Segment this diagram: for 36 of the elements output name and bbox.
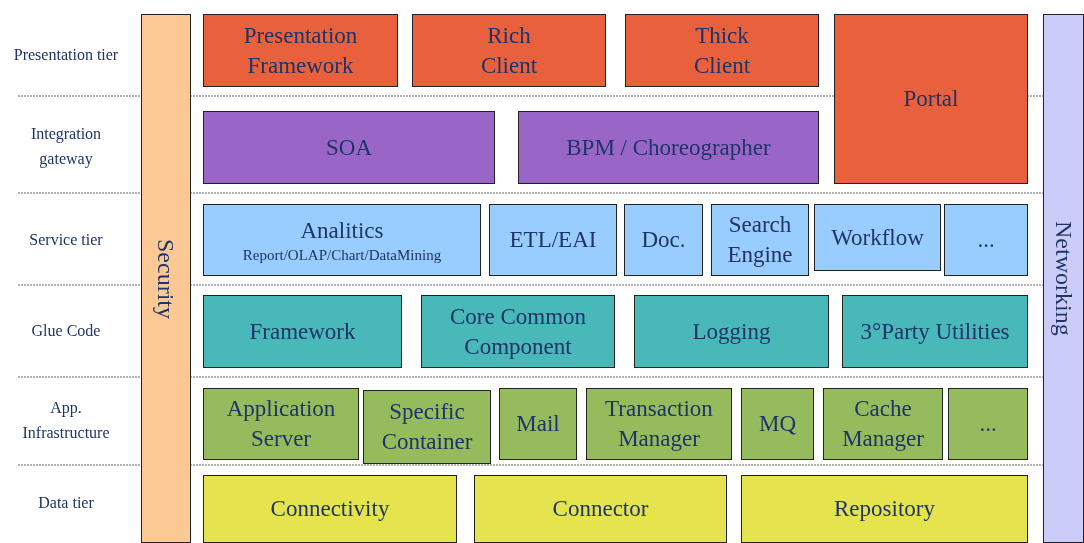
component-box: Connectivity xyxy=(203,475,457,543)
component-box: Connector xyxy=(474,475,727,543)
component-box: ... xyxy=(944,204,1028,276)
component-box: 3°Party Utilities xyxy=(842,295,1028,368)
component-box: Search Engine xyxy=(711,204,809,276)
component-box xyxy=(203,204,481,276)
component-box: Application Server xyxy=(203,388,359,460)
tier-label: Glue Code xyxy=(30,320,102,341)
component-box: SOA xyxy=(203,111,495,184)
component-box: ... xyxy=(948,388,1028,460)
component-box: MQ xyxy=(741,388,814,460)
tier-label: App. Infrastructure xyxy=(21,398,111,443)
tier-label: Presentation tier xyxy=(12,44,120,65)
component-box: Specific Container xyxy=(363,390,491,464)
security-bar: Security xyxy=(141,14,191,543)
component-box: Workflow xyxy=(814,204,941,271)
component-box: Transaction Manager xyxy=(586,388,732,460)
box-subtitle: Report/OLAP/Chart/DataMining xyxy=(242,245,442,264)
component-box: Thick Client xyxy=(625,14,819,87)
component-box: Mail xyxy=(499,388,577,460)
component-box: BPM / Choreographer xyxy=(518,111,819,184)
tier-label: Data tier xyxy=(37,492,95,513)
component-box: Doc. xyxy=(624,204,703,276)
component-box: Repository xyxy=(741,475,1028,543)
component-box: ETL/EAI xyxy=(489,204,617,276)
networking-bar: Networking xyxy=(1043,14,1084,543)
component-box: Core Common Component xyxy=(421,295,615,368)
tier-label: Service tier xyxy=(28,229,104,250)
component-box: Cache Manager xyxy=(823,388,943,460)
box-title: Analitics xyxy=(300,217,384,246)
component-box: Presentation Framework xyxy=(203,14,398,87)
tier-label: Integration gateway xyxy=(29,124,103,170)
component-box: Logging xyxy=(634,295,829,368)
component-box: Rich Client xyxy=(412,14,606,87)
component-box: Portal xyxy=(834,14,1028,184)
component-box: Framework xyxy=(203,295,402,368)
